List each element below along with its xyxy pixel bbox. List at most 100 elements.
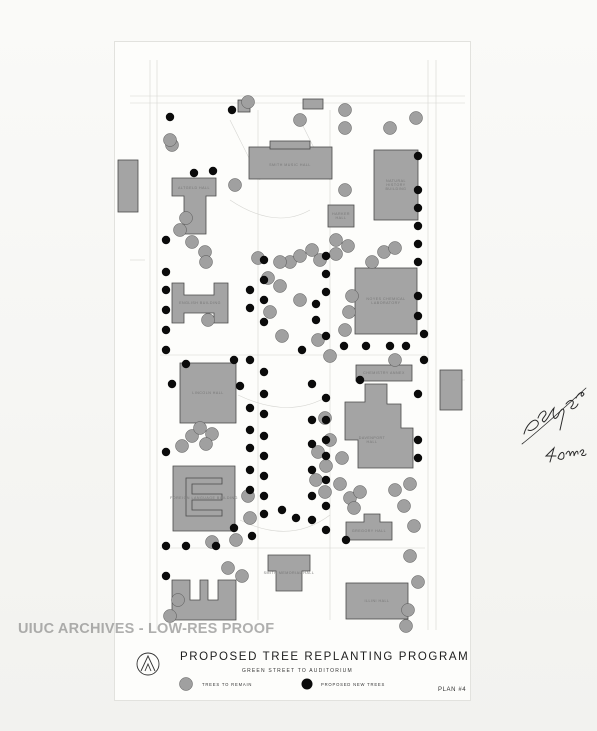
proposed-new-tree	[321, 393, 331, 403]
proposed-new-tree	[259, 389, 269, 399]
illini-hall-label: ILLINI HALL	[364, 599, 390, 603]
tree-to-remain	[311, 333, 325, 347]
proposed-new-tree	[385, 341, 395, 351]
tree-to-remain	[399, 619, 413, 633]
proposed-new-tree	[259, 367, 269, 377]
harker-hall-shape	[327, 204, 355, 228]
proposed-new-tree	[297, 345, 307, 355]
natural-history-label: NATURAL HISTORY BUILDING	[385, 179, 407, 191]
handwritten-annotation	[521, 387, 587, 463]
proposed-new-tree	[419, 329, 429, 339]
tree-to-remain	[273, 255, 287, 269]
tree-to-remain	[345, 289, 359, 303]
noyes-lab-label: NOYES CHEMICAL LABORATORY	[366, 297, 406, 305]
proposed-new-tree	[259, 471, 269, 481]
proposed-new-tree	[259, 451, 269, 461]
proposed-new-tree	[245, 403, 255, 413]
proposed-new-tree	[167, 379, 177, 389]
english-building-label: ENGLISH BUILDING	[179, 301, 221, 305]
tree-to-remain	[342, 305, 356, 319]
tree-to-remain	[388, 241, 402, 255]
tree-to-remain	[401, 603, 415, 617]
proposed-new-tree	[161, 267, 171, 277]
proposed-new-tree	[413, 311, 423, 321]
proposed-new-tree	[321, 331, 331, 341]
proposed-new-tree	[161, 345, 171, 355]
tree-to-remain	[205, 427, 219, 441]
tree-to-remain	[199, 255, 213, 269]
lincoln-hall-shape	[179, 362, 237, 424]
tree-to-remain	[263, 305, 277, 319]
proposed-new-tree	[321, 415, 331, 425]
tree-to-remain	[163, 609, 177, 623]
tree-to-remain	[338, 121, 352, 135]
tree-to-remain	[411, 575, 425, 589]
smith-memorial-label: SMITH MEMORIAL HALL	[263, 571, 315, 575]
tree-to-remain	[347, 501, 361, 515]
proposed-new-tree	[161, 325, 171, 335]
buildings	[117, 98, 463, 621]
proposed-new-tree	[277, 505, 287, 515]
proposed-new-tree	[307, 491, 317, 501]
tree-to-remain	[365, 255, 379, 269]
proposed-new-tree	[165, 112, 175, 122]
proposed-new-tree	[321, 451, 331, 461]
plan-subtitle: GREEN STREET TO AUDITORIUM	[242, 668, 353, 674]
plan-number: PLAN #4	[438, 687, 467, 693]
proposed-new-tree	[245, 285, 255, 295]
proposed-new-tree	[321, 269, 331, 279]
proposed-new-tree	[291, 513, 301, 523]
proposed-new-tree	[321, 475, 331, 485]
proposed-new-tree	[259, 409, 269, 419]
proposed-new-tree	[321, 287, 331, 297]
archives-watermark: UIUC ARCHIVES - LOW-RES PROOF	[18, 621, 275, 637]
proposed-new-tree	[259, 295, 269, 305]
proposed-new-tree	[355, 375, 365, 385]
tree-to-remain	[201, 313, 215, 327]
proposed-new-tree	[161, 285, 171, 295]
smith-memorial-shape	[267, 554, 311, 592]
tree-to-remain	[163, 133, 177, 147]
tree-to-remain	[185, 235, 199, 249]
tree-to-remain	[403, 549, 417, 563]
legend-new-symbol	[301, 678, 313, 690]
proposed-new-tree	[245, 485, 255, 495]
tree-to-remain	[199, 437, 213, 451]
altgeld-hall-shape	[171, 177, 217, 235]
smith-music-hall-shape	[248, 146, 333, 180]
proposed-new-tree	[181, 541, 191, 551]
proposed-new-tree	[245, 425, 255, 435]
proposed-new-tree	[413, 435, 423, 445]
proposed-new-tree	[307, 465, 317, 475]
proposed-new-tree	[161, 447, 171, 457]
proposed-new-tree	[235, 381, 245, 391]
proposed-new-tree	[413, 389, 423, 399]
tree-to-remain	[293, 293, 307, 307]
proposed-new-tree	[321, 525, 331, 535]
legend-remain-label: TREES TO REMAIN	[202, 682, 253, 687]
chemistry-annex-shape	[355, 364, 413, 382]
gregory-hall-label: GREGORY HALL	[351, 529, 387, 533]
proposed-new-tree	[341, 535, 351, 545]
south-building-shape	[171, 579, 237, 621]
tree-to-remain	[309, 473, 323, 487]
proposed-new-tree	[413, 257, 423, 267]
proposed-new-tree	[161, 235, 171, 245]
noyes-lab-shape	[354, 267, 418, 335]
tree-to-remain	[179, 211, 193, 225]
tree-to-remain	[293, 113, 307, 127]
proposed-new-tree	[211, 541, 221, 551]
lincoln-hall-label: LINCOLN HALL	[192, 391, 224, 395]
proposed-new-tree	[259, 255, 269, 265]
tree-to-remain	[329, 233, 343, 247]
illini-hall-shape	[345, 582, 409, 620]
proposed-new-tree	[245, 303, 255, 313]
proposed-new-tree	[307, 515, 317, 525]
proposed-new-tree	[321, 435, 331, 445]
proposed-new-tree	[321, 251, 331, 261]
proposed-new-tree	[247, 531, 257, 541]
proposed-new-tree	[413, 291, 423, 301]
proposed-new-tree	[307, 439, 317, 449]
proposed-new-tree	[259, 509, 269, 519]
